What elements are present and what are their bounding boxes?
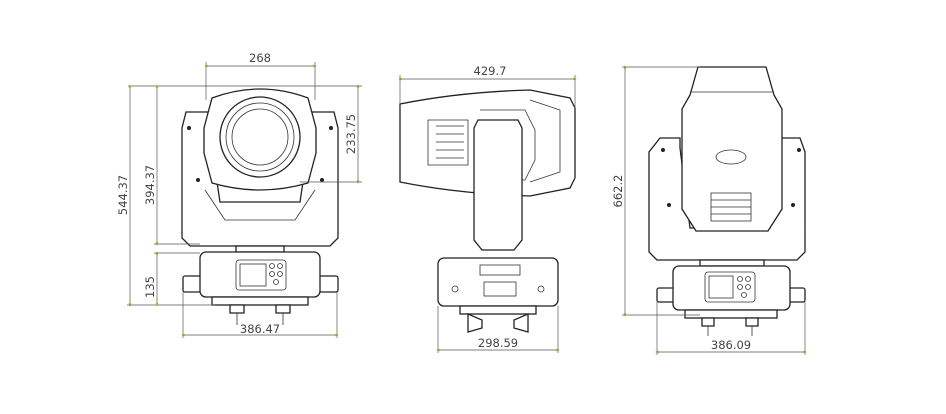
- side-arm: [473, 119, 523, 251]
- front-view: [181, 88, 339, 325]
- logo-emblem: [715, 149, 747, 165]
- dim-base-height: 135: [143, 276, 157, 298]
- dim-total-height: 544.37: [116, 175, 130, 215]
- dim-back-height: 662.2: [611, 175, 625, 208]
- dim-yoke-height: 394.37: [143, 165, 157, 205]
- dim-back-width: 386.09: [711, 338, 751, 352]
- dim-head-height: 233.75: [344, 114, 358, 154]
- back-view: [648, 66, 806, 336]
- side-view: [399, 89, 576, 333]
- front-lens: [231, 108, 289, 166]
- dim-front-base-width: 386.47: [240, 322, 280, 336]
- dim-side-base-width: 298.59: [478, 336, 518, 350]
- dim-front-width: 268: [249, 51, 271, 65]
- back-display-panel: [704, 271, 756, 303]
- side-dimensions: 429.7 298.59: [397, 64, 578, 353]
- back-dimensions: 662.2 386.09: [611, 64, 808, 355]
- back-base: [672, 265, 791, 311]
- back-head: [681, 66, 783, 232]
- front-dimensions: 268 233.75 394.37 544.37 135 386.47: [116, 51, 362, 338]
- dim-side-length: 429.7: [474, 64, 507, 78]
- front-display-panel: [235, 259, 287, 291]
